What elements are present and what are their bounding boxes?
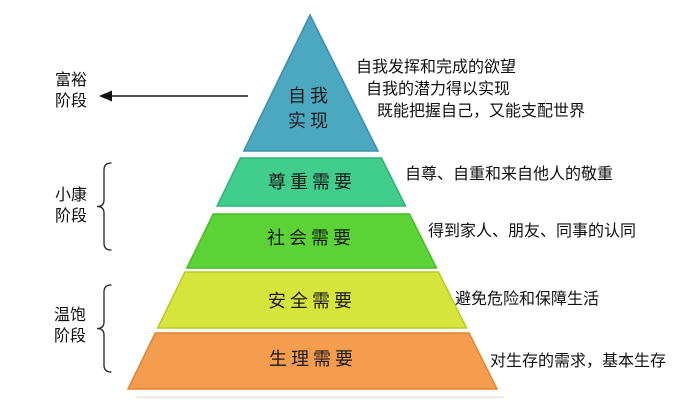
stage-label-subsistence: 温饱 阶段 [53,305,87,345]
annotation-self-actualization: 自我发挥和完成的欲望 自我的潜力得以实现 既能把握自己，又能支配世界 [356,57,586,120]
level-label-safety: 安全需要 [268,291,356,312]
level-label-self-actualization: 自我 实现 [288,86,332,132]
curly-brace-lower-icon [96,284,112,373]
annotation-esteem: 自尊、自重和来自他人的敬重 [405,164,614,183]
annotation-social: 得到家人、朋友、同事的认同 [428,221,637,240]
stage-label-well-off: 小康 阶段 [54,185,88,225]
annotation-physiological: 对生存的需求，基本生存 [490,351,667,370]
pyramid-shadow [136,396,504,399]
social-shape [185,213,438,269]
curly-brace-upper-icon [96,162,112,251]
level-label-esteem: 尊重需要 [268,172,356,193]
level-label-social: 社会需要 [267,228,355,249]
arrow-left-icon [99,90,248,102]
safety-shape [156,271,468,329]
level-label-physiological: 生理需要 [269,349,357,370]
esteem-shape [215,157,407,207]
self-actualization-shape [242,13,380,152]
annotation-safety: 避免危险和保障生活 [455,289,600,308]
physiological-shape [126,332,499,390]
stage-label-affluent: 富裕 阶段 [54,70,88,110]
